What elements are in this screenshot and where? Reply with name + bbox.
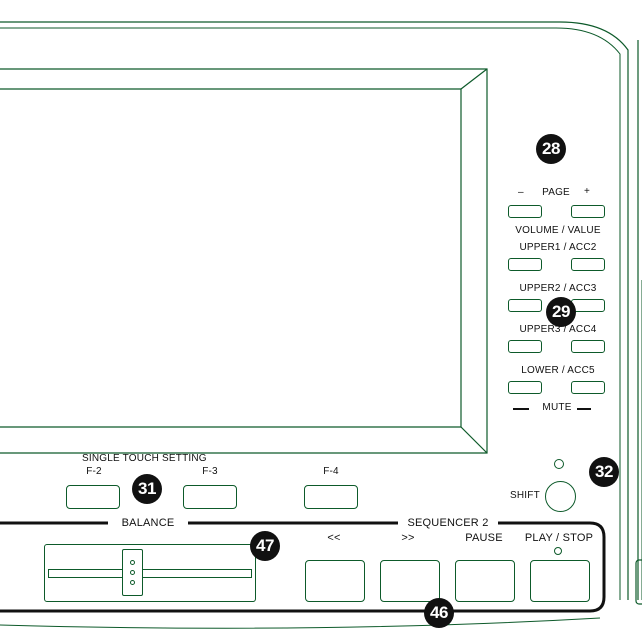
page-plus-button[interactable] <box>571 205 605 218</box>
balance-slider-panel <box>44 544 256 602</box>
lower-volume-button[interactable] <box>508 381 542 394</box>
balance-label: BALANCE <box>121 517 175 529</box>
upper2-acc3-label: UPPER2 / ACC3 <box>519 283 597 294</box>
upper1-volume-button[interactable] <box>508 258 542 271</box>
forward-label: >> <box>401 532 415 544</box>
single-touch-setting-label: SINGLE TOUCH SETTING <box>82 453 207 464</box>
f3-label: F-3 <box>202 466 218 477</box>
shift-led <box>554 459 564 469</box>
upper3-volume-button[interactable] <box>508 340 542 353</box>
forward-button[interactable] <box>380 560 440 602</box>
play-stop-led <box>554 547 562 555</box>
lower-acc5-label: LOWER / ACC5 <box>521 365 595 376</box>
callout-47: 47 <box>250 531 280 561</box>
callout-29: 29 <box>546 297 576 327</box>
mute-label: MUTE <box>542 402 572 413</box>
upper2-volume-button[interactable] <box>508 299 542 312</box>
mute-line-right <box>577 408 591 410</box>
rewind-label: << <box>327 532 341 544</box>
pause-label: PAUSE <box>465 532 503 544</box>
f4-button[interactable] <box>304 485 358 509</box>
page-minus-label: – <box>518 187 524 198</box>
shift-label: SHIFT <box>510 490 540 501</box>
upper1-acc2-label: UPPER1 / ACC2 <box>519 242 597 253</box>
balance-slider-knob[interactable] <box>122 549 143 596</box>
callout-32: 32 <box>589 457 619 487</box>
page-label: PAGE <box>542 187 570 198</box>
callout-46: 46 <box>424 598 454 628</box>
volume-value-label: VOLUME / VALUE <box>515 225 601 236</box>
mute-line-left <box>513 408 529 410</box>
page-plus-label: + <box>584 186 591 197</box>
upper3-acc4-label: UPPER3 / ACC4 <box>519 324 597 335</box>
f4-label: F-4 <box>323 466 339 477</box>
acc2-volume-button[interactable] <box>571 258 605 271</box>
balance-slider-track <box>48 569 252 578</box>
rewind-button[interactable] <box>305 560 365 602</box>
play-stop-label: PLAY / STOP <box>524 532 594 544</box>
callout-31: 31 <box>132 474 162 504</box>
page-minus-button[interactable] <box>508 205 542 218</box>
play-stop-button[interactable] <box>530 560 590 602</box>
shift-button[interactable] <box>545 481 576 512</box>
acc5-volume-button[interactable] <box>571 381 605 394</box>
acc4-volume-button[interactable] <box>571 340 605 353</box>
pause-button[interactable] <box>455 560 515 602</box>
f2-label: F-2 <box>86 466 102 477</box>
f2-button[interactable] <box>66 485 120 509</box>
sequencer2-label: SEQUENCER 2 <box>407 517 489 529</box>
callout-28: 28 <box>536 134 566 164</box>
f3-button[interactable] <box>183 485 237 509</box>
